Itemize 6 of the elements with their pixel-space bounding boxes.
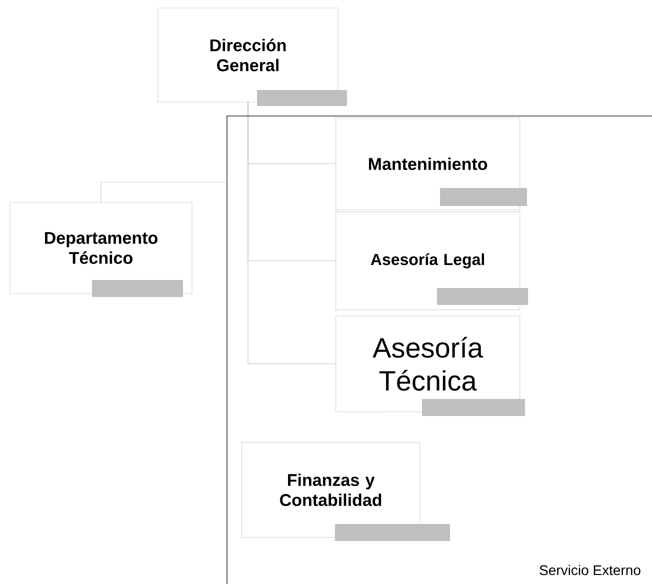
label-text: Servicio Externo bbox=[540, 564, 640, 576]
connector-line bbox=[248, 102, 336, 364]
org-box: Mantenimiento bbox=[336, 118, 520, 210]
connector-line bbox=[100, 182, 228, 202]
frame bbox=[226, 116, 652, 584]
org-box: Asesoría Legal bbox=[336, 212, 520, 310]
